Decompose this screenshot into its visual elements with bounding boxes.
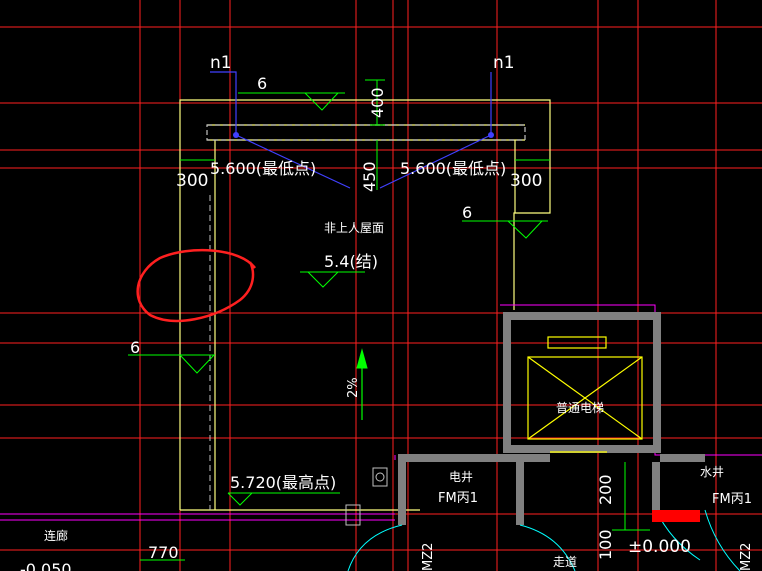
fire-door-marker bbox=[652, 510, 700, 522]
dim-450: 450 bbox=[360, 161, 379, 192]
level-left: -0.050 bbox=[20, 560, 72, 571]
shaft-door-code: FM丙1 bbox=[438, 491, 478, 506]
dim-300-right: 300 bbox=[510, 171, 542, 191]
dim-200: 200 bbox=[596, 474, 615, 505]
fixtures bbox=[345, 467, 388, 526]
dim-400: 400 bbox=[368, 87, 387, 118]
water-door-code: FM丙1 bbox=[712, 492, 752, 507]
elevator-core-walls bbox=[398, 312, 705, 525]
walkway-label: 走道 bbox=[553, 555, 577, 569]
elevator-car bbox=[527, 336, 643, 453]
elevator-label: 普通电梯 bbox=[556, 401, 604, 415]
drain-label-left: n1 bbox=[210, 53, 232, 73]
lowpoint-left: 5.600(最低点) bbox=[210, 159, 316, 178]
corridor-label: 连廊 bbox=[44, 528, 68, 543]
slope-marks bbox=[128, 79, 650, 561]
slope-arrow bbox=[356, 348, 368, 420]
slope-value-left: 6 bbox=[130, 338, 140, 357]
roof-outline bbox=[179, 99, 551, 511]
dim-300-left: 300 bbox=[176, 171, 208, 191]
magenta-lines bbox=[0, 304, 762, 521]
lowpoint-right: 5.600(最低点) bbox=[400, 159, 506, 178]
structural-level: 5.4(结) bbox=[324, 252, 378, 271]
drain-points bbox=[233, 132, 494, 138]
dim-770: 770 bbox=[148, 543, 179, 562]
slope-percent: 2% bbox=[346, 377, 361, 398]
roof-type-label: 非上人屋面 bbox=[324, 221, 384, 235]
red-markup-circle bbox=[136, 248, 256, 323]
slope-value-top: 6 bbox=[257, 74, 267, 93]
door-mark-left: MZ2 bbox=[421, 543, 436, 571]
drain-pipes bbox=[210, 71, 492, 189]
slope-value-right: 6 bbox=[462, 203, 472, 222]
drain-label-right: n1 bbox=[493, 53, 515, 73]
highpoint-level: 5.720(最高点) bbox=[230, 473, 336, 492]
level-zero: ±0.000 bbox=[628, 537, 691, 557]
water-shaft-label: 水井 bbox=[700, 465, 724, 479]
dim-100: 100 bbox=[596, 529, 615, 560]
door-mark-right: MZ2 bbox=[739, 543, 754, 571]
shaft-label: 电井 bbox=[449, 470, 473, 484]
